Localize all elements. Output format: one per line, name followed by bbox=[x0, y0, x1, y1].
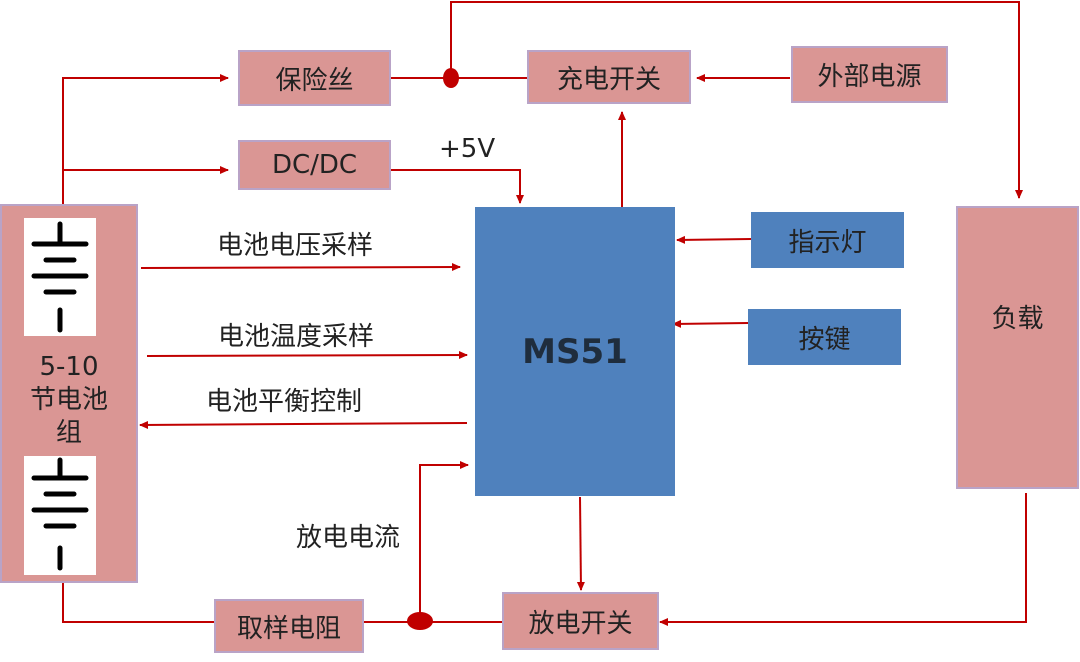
discharge-current-label: 放电电流 bbox=[296, 523, 401, 553]
charge-switch-label: 充电开关 bbox=[556, 64, 661, 95]
indicator-label: 指示灯 bbox=[788, 227, 867, 258]
battery-icon-bottom bbox=[31, 457, 89, 571]
wire-battery-to-fuse bbox=[62, 74, 229, 205]
battery-pack-label: 5-10 节电池 组 bbox=[29, 352, 108, 448]
battery-pack-box: 5-10 节电池 组 bbox=[0, 204, 138, 583]
wire-junction-to-load bbox=[450, 1, 1023, 199]
mcu-label: MS51 bbox=[522, 331, 628, 372]
charge-switch-box: 充电开关 bbox=[527, 50, 691, 104]
wire-button-to-mcu bbox=[672, 319, 749, 328]
wire-load-to-discharge-switch bbox=[659, 493, 1027, 626]
wire-dcdc-to-mcu bbox=[391, 169, 524, 204]
wire-balance-control bbox=[139, 420, 468, 429]
wire-voltage-sampling bbox=[140, 263, 461, 272]
plus5v-label: +5V bbox=[439, 134, 496, 164]
discharge-switch-box: 放电开关 bbox=[502, 592, 659, 650]
balance-control-label: 电池平衡控制 bbox=[206, 387, 363, 417]
mcu-box: MS51 bbox=[475, 207, 675, 496]
load-label: 负载 bbox=[991, 304, 1044, 334]
junction-dot-top bbox=[443, 68, 459, 88]
indicator-box: 指示灯 bbox=[751, 212, 904, 268]
wire-current-sense bbox=[419, 461, 469, 620]
sense-resistor-label: 取样电阻 bbox=[236, 613, 341, 644]
voltage-sampling-label: 电池电压采样 bbox=[217, 231, 374, 261]
button-box: 按键 bbox=[748, 309, 901, 365]
battery-cell-top-image bbox=[24, 218, 96, 336]
load-box: 负载 bbox=[956, 206, 1079, 489]
button-label: 按键 bbox=[798, 324, 851, 355]
discharge-switch-label: 放电开关 bbox=[528, 608, 633, 639]
dcdc-box: DC/DC bbox=[238, 140, 391, 190]
external-power-box: 外部电源 bbox=[791, 46, 948, 103]
wire-mcu-to-discharge-switch bbox=[576, 496, 585, 591]
battery-icon-top bbox=[31, 221, 89, 333]
battery-cell-bottom-image bbox=[24, 456, 96, 575]
temperature-sampling-label: 电池温度采样 bbox=[218, 322, 375, 352]
fuse-box: 保险丝 bbox=[238, 50, 391, 106]
wire-resistor-to-battery bbox=[62, 583, 214, 623]
wire-temperature-sampling bbox=[146, 351, 468, 360]
fuse-label: 保险丝 bbox=[275, 65, 354, 96]
wire-indicator-to-mcu bbox=[676, 235, 752, 244]
junction-dot-bottom bbox=[407, 612, 433, 630]
dcdc-label: DC/DC bbox=[271, 150, 358, 180]
sense-resistor-box: 取样电阻 bbox=[214, 599, 364, 653]
external-power-label: 外部电源 bbox=[817, 62, 922, 92]
